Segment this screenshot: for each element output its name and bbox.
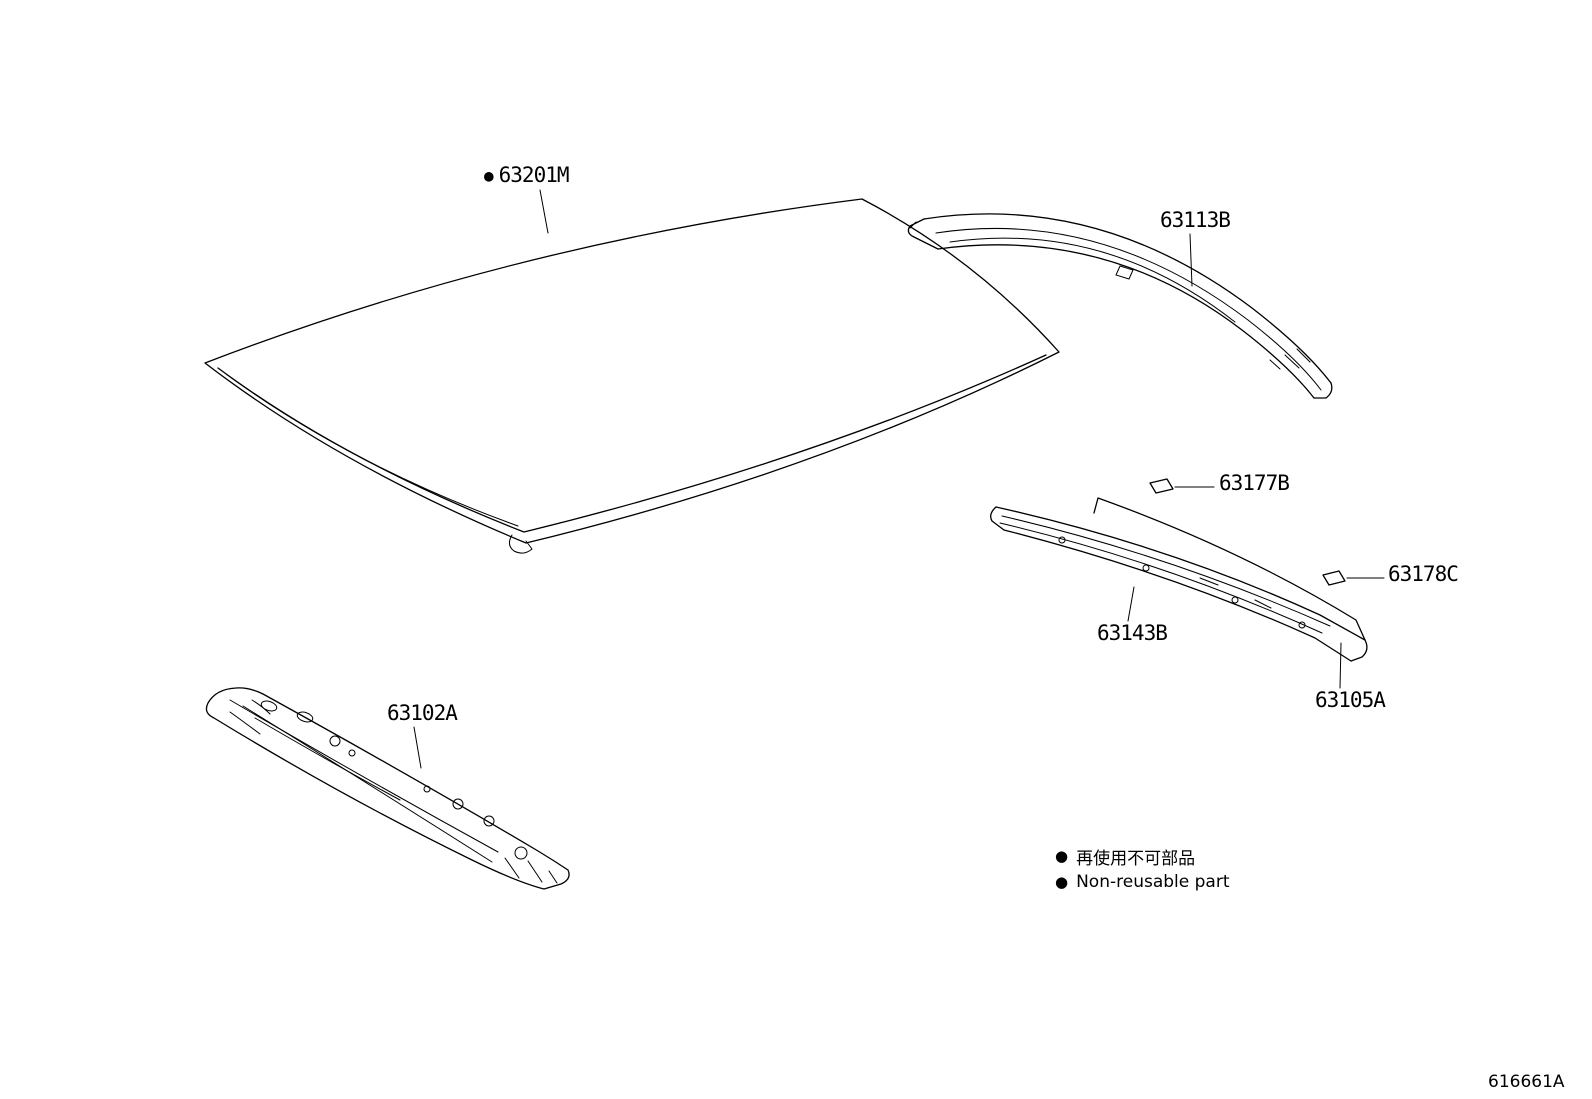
rail-detail-strokes (1199, 577, 1272, 609)
header-square-hole (1115, 265, 1134, 280)
non-reusable-bullet-icon: ● (1055, 873, 1069, 891)
front-header-hole-3 (483, 815, 495, 827)
front-header-outline[interactable] (205, 687, 570, 890)
part-number-text: 63105A (1315, 688, 1386, 712)
legend-row-en: ● Non-reusable part (1055, 869, 1229, 895)
leader-63201M (539, 189, 549, 234)
rail-hole-4 (1298, 621, 1306, 629)
roof-panel-shape[interactable] (204, 198, 1060, 554)
non-reusable-bullet-icon: ● (484, 166, 494, 185)
legend: ● 再使用不可部品 ● Non-reusable part (1055, 843, 1229, 895)
rail-inner-line-1 (1001, 515, 1331, 627)
front-header-oval-hole-1 (260, 700, 278, 712)
part-number-text: 63143B (1097, 621, 1168, 645)
leader-lines (413, 189, 1385, 769)
roof-header-inner-shape[interactable] (907, 213, 1333, 399)
roof-panel-corner-tab (508, 534, 533, 554)
header-bottom-edge (937, 244, 1315, 399)
rail-upper-flange (1093, 497, 1366, 641)
part-label-63102A[interactable]: 63102A (387, 701, 458, 725)
rail-hole-3 (1231, 596, 1239, 604)
header-end-detail (1269, 348, 1311, 370)
part-number-text: 63201M (498, 163, 570, 187)
rail-left-cap (990, 506, 1005, 531)
header-inner-line (935, 228, 1322, 391)
front-header-shape[interactable] (205, 687, 570, 890)
front-header-inner-3 (254, 717, 401, 801)
front-header-left-detail (229, 699, 271, 735)
rail-top-edge (995, 506, 1366, 641)
leader-63102A (413, 726, 422, 769)
legend-text-jp: 再使用不可部品 (1076, 848, 1196, 869)
front-header-foot-detail (504, 857, 558, 884)
header-left-cap (907, 218, 939, 250)
front-header-hole-6 (423, 785, 431, 793)
front-header-hole-5 (348, 749, 356, 757)
roof-panel-outline[interactable] (204, 198, 1060, 544)
roof-panel-flange-line (225, 373, 519, 527)
front-header-hole-2 (452, 798, 464, 810)
part-number-text: 63113B (1160, 208, 1231, 232)
part-label-63177B[interactable]: 63177B (1219, 471, 1290, 495)
header-left-detail (909, 221, 917, 229)
header-inner-line-2 (949, 237, 1236, 323)
part-label-63113B[interactable]: 63113B (1160, 208, 1231, 232)
leader-63143B (1127, 586, 1135, 622)
clip-63177B-shape[interactable] (1149, 478, 1174, 494)
front-header-hole-1 (329, 735, 341, 747)
part-label-63201M[interactable]: ●63201M (484, 164, 569, 187)
part-label-63105A[interactable]: 63105A (1315, 688, 1386, 712)
header-top-edge (923, 213, 1332, 384)
rear-rail-shape[interactable] (990, 497, 1368, 662)
roof-panel-inner-edge (217, 354, 1047, 533)
front-header-inner-1 (229, 699, 499, 853)
legend-row-jp: ● 再使用不可部品 (1055, 843, 1229, 869)
front-header-hole-4 (514, 846, 528, 860)
part-label-63178C[interactable]: 63178C (1388, 562, 1459, 586)
rail-hole-2 (1142, 564, 1150, 572)
rail-right-cap (1350, 639, 1368, 662)
legend-text-en: Non-reusable part (1076, 872, 1230, 892)
rail-inner-line-2 (999, 522, 1323, 634)
clip-63178C-shape[interactable] (1322, 570, 1346, 586)
part-label-63143B[interactable]: 63143B (1097, 621, 1168, 645)
part-number-text: 63178C (1388, 562, 1459, 586)
non-reusable-bullet-icon: ● (1055, 847, 1069, 865)
front-header-inner-2 (242, 705, 493, 863)
leader-63113B (1189, 233, 1193, 287)
rail-hole-1 (1058, 536, 1066, 544)
front-header-oval-hole-2 (296, 711, 314, 723)
drawing-number: 616661A (1488, 1072, 1565, 1092)
rail-bottom-edge (1003, 529, 1352, 662)
leader-63105A (1339, 642, 1342, 689)
part-number-text: 63102A (387, 701, 458, 725)
part-number-text: 63177B (1219, 471, 1290, 495)
header-right-cap (1313, 382, 1333, 399)
